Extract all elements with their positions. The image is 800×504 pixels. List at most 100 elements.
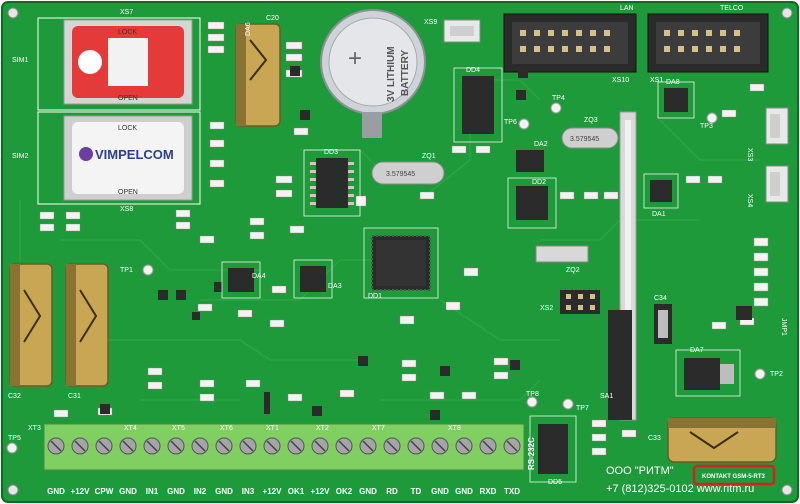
label-xt8: XT8	[448, 425, 461, 432]
terminal-label-7: GND	[215, 487, 233, 496]
battery-cr2032: + 3V LITHIUM BATTERY	[320, 9, 426, 138]
label-lan: LAN	[620, 5, 634, 12]
label-tp4: TP4	[552, 95, 565, 102]
terminal-screw-slot-11	[314, 440, 326, 452]
label-dd2: DD2	[532, 179, 546, 186]
label-c34: C34	[654, 295, 667, 302]
label-xt2: XT2	[316, 425, 329, 432]
label-xt4: XT4	[124, 425, 137, 432]
terminal-label-16: GND	[431, 487, 449, 496]
footer-company: ООО "РИТМ"	[606, 465, 674, 477]
terminal-label-5: GND	[167, 487, 185, 496]
label-c20: C20	[266, 15, 279, 22]
terminal-screw-slot-8	[242, 440, 254, 452]
lan-connector[interactable]	[503, 13, 637, 73]
label-da1: DA1	[652, 211, 666, 218]
ic-dd3	[310, 158, 354, 208]
label-zq1: ZQ1	[422, 153, 436, 160]
label-c33: C33	[648, 435, 661, 442]
connector-xs3[interactable]	[765, 107, 789, 145]
crystal-zq1: 3.579545	[371, 161, 445, 185]
regulator-da7	[684, 358, 734, 390]
ic-da3	[300, 266, 326, 292]
label-telco: TELCO	[720, 5, 744, 12]
capacitor-c31	[65, 263, 109, 387]
label-xs8: XS8	[120, 206, 133, 213]
footer-phone: +7 (812)325-0102 www.ritm.ru	[606, 483, 754, 495]
label-tp2: TP2	[770, 371, 783, 378]
test-points[interactable]	[6, 102, 766, 454]
sim2-holder[interactable]: VIMPELCOM LOCK OPEN	[37, 111, 201, 205]
terminal-screw-slot-4	[146, 440, 158, 452]
terminal-label-11: +12V	[311, 487, 331, 496]
sim1-open-text: OPEN	[118, 95, 138, 102]
label-tp3: TP3	[700, 123, 713, 130]
sim2-lock-text: LOCK	[118, 125, 137, 132]
label-xt1: XT1	[266, 425, 279, 432]
crystal-zq3-freq: 3.579545	[570, 136, 599, 143]
connector-xs9[interactable]	[443, 19, 481, 43]
terminal-screw-slot-6	[194, 440, 206, 452]
terminal-screw-slot-3	[122, 440, 134, 452]
capacitor-c32	[9, 263, 53, 387]
tamper-switch-sa1[interactable]	[608, 111, 637, 421]
terminal-screw-slot-10	[290, 440, 302, 452]
sim2-open-text: OPEN	[118, 189, 138, 196]
label-da7: DA7	[690, 347, 704, 354]
ic-da1	[650, 180, 672, 202]
sim1-holder[interactable]: LOCK OPEN	[37, 17, 201, 111]
ic-dd2	[516, 186, 548, 220]
label-xs3: XS3	[746, 148, 753, 161]
terminal-label-0: GND	[47, 487, 65, 496]
terminal-screw-slot-12	[338, 440, 350, 452]
label-xt7: XT7	[372, 425, 385, 432]
label-sim1: SIM1	[12, 57, 28, 64]
label-tp6: TP6	[504, 119, 517, 126]
led-column	[753, 237, 769, 307]
label-dd4: DD4	[466, 67, 480, 74]
label-tp5: TP5	[8, 435, 21, 442]
battery-line2: BATTERY	[400, 50, 411, 96]
sim1-lock-text: LOCK	[118, 29, 137, 36]
label-zq2: ZQ2	[566, 267, 580, 274]
terminal-label-14: RD	[386, 487, 398, 496]
mounting-holes	[7, 7, 793, 496]
terminal-label-8: IN3	[242, 487, 255, 496]
label-rs232c: RS-232C	[527, 437, 536, 470]
terminal-screw-slot-7	[218, 440, 230, 452]
terminal-label-2: CPW	[95, 487, 114, 496]
label-jmp1: JMP1	[780, 318, 787, 336]
terminal-screw-slot-2	[98, 440, 110, 452]
crystal-zq3: 3.579545	[561, 127, 619, 149]
label-xt5: XT5	[172, 425, 185, 432]
transistors	[100, 66, 752, 420]
terminal-screw-slot-5	[170, 440, 182, 452]
telco-connector[interactable]	[647, 13, 769, 73]
smd-parts	[39, 21, 765, 456]
ic-dd5	[538, 424, 568, 474]
connector-xs4[interactable]	[765, 165, 789, 203]
jumper-header-xs2[interactable]	[560, 290, 600, 314]
sim2-brand-text: VIMPELCOM	[95, 147, 174, 162]
label-zq3: ZQ3	[584, 117, 598, 124]
capacitor-c20	[235, 23, 281, 127]
terminal-label-12: OK2	[336, 487, 353, 496]
terminal-label-10: OK1	[288, 487, 305, 496]
label-sa1: SA1	[600, 393, 613, 400]
label-tp8: TP8	[526, 391, 539, 398]
silkscreen-outlines	[221, 67, 741, 483]
crystal-zq2	[535, 245, 589, 263]
terminal-label-15: TD	[411, 487, 422, 496]
model-text: KONTAKT GSM-5-RT3	[702, 474, 766, 480]
ic-dd4	[462, 76, 494, 134]
label-xt3: XT3	[28, 425, 41, 432]
label-tp7: TP7	[576, 405, 589, 412]
terminal-screw-slot-14	[386, 440, 398, 452]
terminal-screw-slot-16	[434, 440, 446, 452]
label-xs9: XS9	[424, 19, 437, 26]
terminal-screws	[47, 437, 521, 455]
terminal-label-4: IN1	[146, 487, 159, 496]
